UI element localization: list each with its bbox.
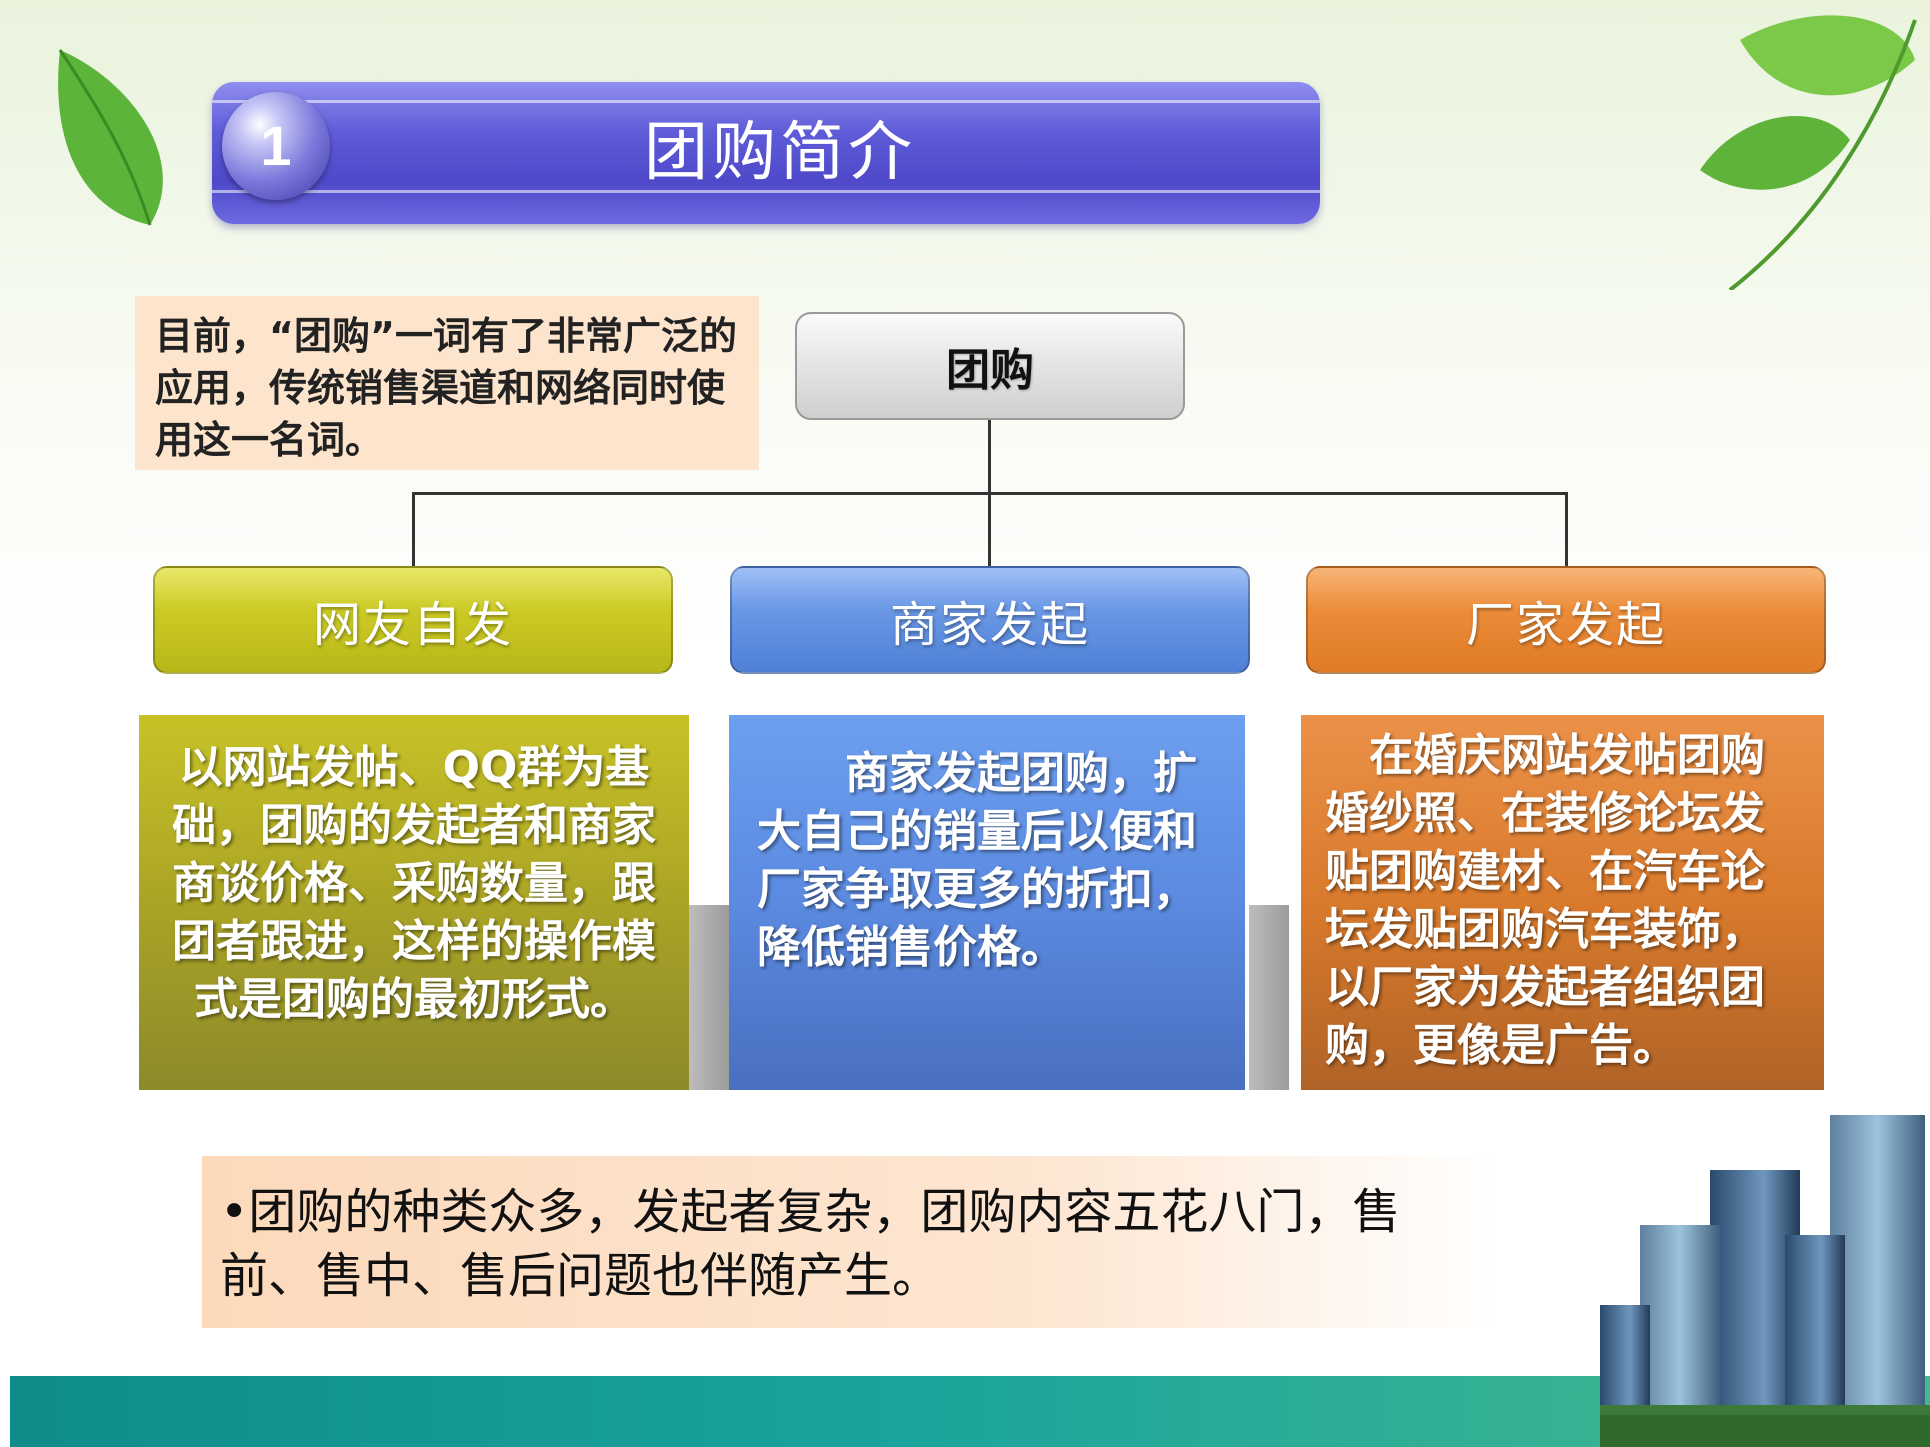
fold-divider xyxy=(1249,905,1289,1090)
branch-label: 商家发起 xyxy=(889,597,1090,653)
title-banner xyxy=(212,82,1320,224)
connector-right-vertical xyxy=(1565,492,1568,566)
title-number: 1 xyxy=(260,114,292,177)
intro-text: 目前，“团购”一词有了非常广泛的应用，传统销售渠道和网络同时使用这一名词。 xyxy=(155,314,737,462)
connector-left-vertical xyxy=(412,492,415,566)
buildings-decoration-icon xyxy=(1600,1115,1930,1447)
summary-text: •团购的种类众多，发起者复杂，团购内容五花八门，售前、售中、售后问题也伴随产生。 xyxy=(220,1180,1484,1308)
title-number-bubble-icon xyxy=(222,92,330,200)
leaf-left-decoration-icon xyxy=(58,49,163,226)
diagram-root-node: 团购 xyxy=(795,312,1185,420)
branch-node-manufacturer: 厂家发起 xyxy=(1306,566,1826,674)
branch-label: 厂家发起 xyxy=(1465,597,1666,653)
bullet: • xyxy=(220,1184,249,1240)
branch-description: 以网站发帖、QQ群为基础，团购的发起者和商家商谈价格、采购数量，跟团者跟进，这样… xyxy=(172,742,656,1025)
branch-description: 在婚庆网站发帖团购婚纱照、在装修论坛发贴团购建材、在汽车论坛发贴团购汽车装饰，以… xyxy=(1325,730,1765,1071)
branch-detail-merchant: 商家发起团购，扩大自己的销量后以便和厂家争取更多的折扣，降低销售价格。 xyxy=(729,715,1245,1090)
connector-horizontal xyxy=(412,492,1568,495)
page-title: 团购简介 xyxy=(644,116,916,190)
summary-sentence: 团购的种类众多，发起者复杂，团购内容五花八门，售前、售中、售后问题也伴随产生。 xyxy=(220,1184,1401,1304)
summary-box: •团购的种类众多，发起者复杂，团购内容五花八门，售前、售中、售后问题也伴随产生。 xyxy=(202,1156,1502,1328)
branch-detail-manufacturer: 在婚庆网站发帖团购婚纱照、在装修论坛发贴团购建材、在汽车论坛发贴团购汽车装饰，以… xyxy=(1301,715,1824,1090)
branch-label: 网友自发 xyxy=(312,597,513,653)
fold-divider xyxy=(689,905,729,1090)
branch-detail-netizen: 以网站发帖、QQ群为基础，团购的发起者和商家商谈价格、采购数量，跟团者跟进，这样… xyxy=(139,715,689,1090)
leaf-top-right-decoration-icon xyxy=(1700,15,1917,290)
diagram-root-label: 团购 xyxy=(946,345,1034,396)
branch-node-netizen: 网友自发 xyxy=(153,566,673,674)
intro-box: 目前，“团购”一词有了非常广泛的应用，传统销售渠道和网络同时使用这一名词。 xyxy=(135,296,759,470)
branch-node-merchant: 商家发起 xyxy=(730,566,1250,674)
branch-description: 商家发起团购，扩大自己的销量后以便和厂家争取更多的折扣，降低销售价格。 xyxy=(757,748,1197,973)
